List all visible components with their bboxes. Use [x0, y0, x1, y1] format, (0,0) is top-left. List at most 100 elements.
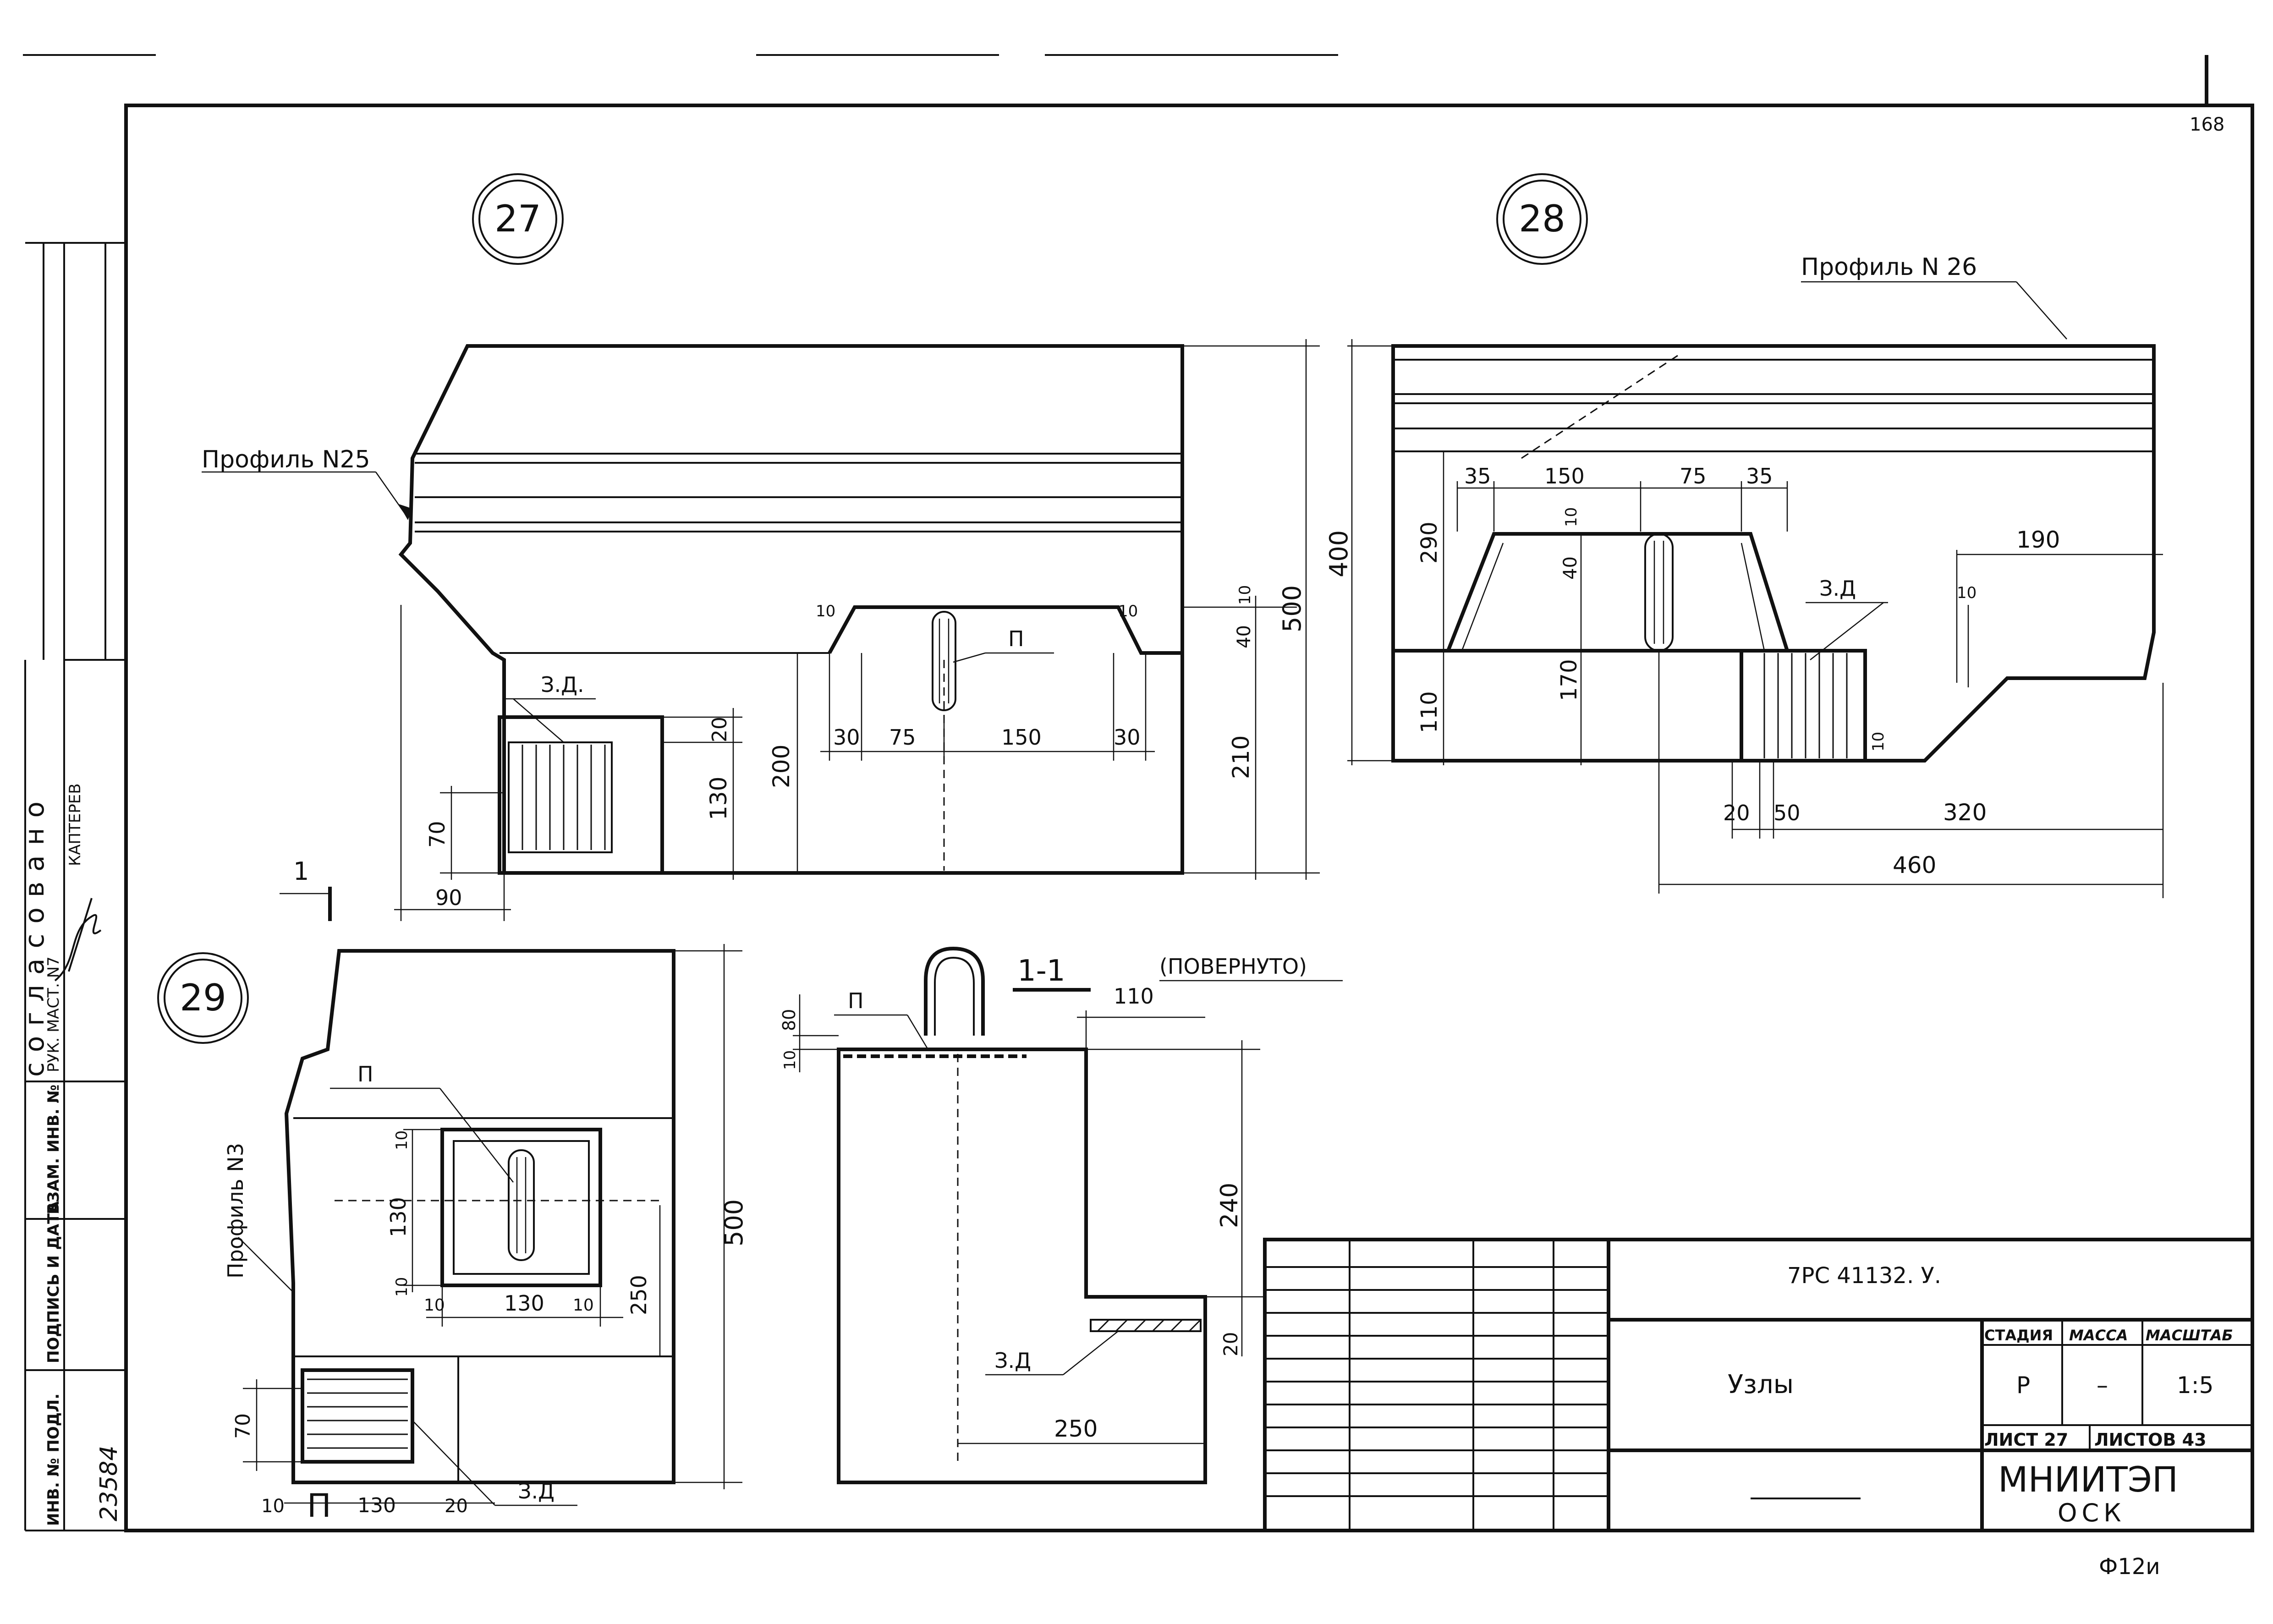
node-29-plate-hatch — [307, 1378, 408, 1449]
section-dim-80: 80 — [779, 1009, 799, 1031]
stamp-row-inv-original: ИНВ. № ПОДЛ. — [44, 1394, 63, 1526]
section-1-1: 1-1 (ПОВЕРНУТО) П 80 10 110 2 — [779, 946, 1343, 1484]
mass-value: – — [2097, 1372, 2108, 1399]
node-29-dim-500: 500 — [719, 1199, 748, 1246]
node-29-dim-20: 20 — [445, 1496, 468, 1517]
chief-name: КАПТЕРЕВ — [66, 783, 84, 866]
node-28-embedded-plate — [1740, 649, 1867, 763]
node-27-dim-200: 200 — [768, 745, 795, 788]
node-27-dim-75: 75 — [889, 725, 916, 750]
section-loop-label: П — [848, 988, 864, 1013]
node-28-dim-20: 20 — [1723, 801, 1750, 825]
node-28-dim-35a: 35 — [1464, 464, 1491, 488]
node-27-embedded-box — [498, 715, 664, 875]
agreed-label: согласовано — [19, 791, 50, 1077]
node-28-dim-50: 50 — [1773, 801, 1801, 825]
node-29: 29 П Профиль N3 10 130 10 — [157, 944, 748, 1525]
node-27-zd-label: З.Д. — [541, 672, 584, 697]
sheets-total: ЛИСТОВ 43 — [2094, 1430, 2207, 1450]
sheet-number: ЛИСТ 27 — [1984, 1430, 2068, 1450]
node-27-outline — [398, 344, 1184, 875]
section-outline — [837, 1048, 1207, 1484]
node-28-outline — [1391, 344, 2156, 763]
node-29-dim-10a: 10 — [393, 1130, 411, 1150]
node-28-dim-170: 170 — [1556, 659, 1582, 701]
stage-header: СТАДИЯ — [1984, 1327, 2053, 1344]
node-28-zd-label: З.Д — [1819, 576, 1856, 601]
node-27-dim-10c: 10 — [1236, 585, 1254, 605]
node-29-outline — [284, 949, 675, 1484]
drawing-frame — [124, 104, 2254, 1532]
node-28-dim-110: 110 — [1417, 691, 1442, 733]
node-28-badge-inner — [1503, 180, 1581, 258]
node-28-hatch — [1763, 653, 1848, 758]
stamp-row-signature-date: ПОДПИСЬ И ДАТА — [44, 1201, 63, 1363]
title-block: 7РС 41132. У. Узлы СТАДИЯ МАССА МАСШТАБ … — [1263, 1238, 2254, 1532]
node-28-dim-10c: 10 — [1869, 732, 1888, 752]
mass-header: МАССА — [2069, 1327, 2128, 1344]
node-28: 28 Профиль N 26 З.Д — [1324, 173, 2164, 898]
inventory-number: 23584 — [95, 1446, 123, 1521]
node-27-dim-10b: 10 — [1118, 602, 1138, 620]
node-28-lifting-loop — [1644, 533, 1674, 652]
top-trim-marks — [23, 54, 2208, 105]
node-29-lifting-loop — [508, 1149, 535, 1261]
node-27-profile-label: Профиль N25 — [202, 446, 370, 473]
bottom-code: Ф12и — [2099, 1554, 2160, 1580]
node-29-dim-10e: 10 — [261, 1496, 285, 1517]
node-27-loop-label: П — [1008, 626, 1024, 651]
node-28-dim-75: 75 — [1680, 464, 1707, 488]
stamp-row-replace-inv: ВЗАМ. ИНВ. № — [44, 1085, 63, 1214]
node-27-dim-30b: 30 — [1114, 725, 1141, 750]
node-27-hatch — [522, 745, 606, 850]
node-28-dim-460: 460 — [1893, 852, 1936, 878]
node-28-dim-290: 290 — [1417, 521, 1442, 564]
node-29-dim-130b: 130 — [357, 1494, 396, 1517]
node-29-badge-inner — [164, 959, 242, 1037]
node-27-dim-90: 90 — [435, 885, 462, 910]
node-27-dim-150: 150 — [1001, 725, 1042, 750]
node-27-badge-inner — [478, 180, 557, 258]
node-29-zd-label: З.Д — [518, 1479, 555, 1503]
section-title: 1-1 — [1017, 954, 1065, 988]
node-29-loop-label-bottom: П — [307, 1487, 331, 1525]
page-corner-number: 168 — [2190, 114, 2224, 135]
chief-signature — [54, 898, 102, 982]
node-28-badge-outer — [1496, 173, 1588, 265]
node-27: 27 П Профиль N25 — [202, 173, 1320, 921]
node-29-dim-70: 70 — [231, 1413, 255, 1439]
node-28-dim-150: 150 — [1544, 464, 1585, 488]
node-29-dim-130v: 130 — [386, 1197, 411, 1237]
node-29-embedded-plate — [301, 1368, 414, 1464]
node-28-dim-320: 320 — [1943, 799, 1987, 826]
organization-name: МНИИТЭП — [1998, 1459, 2178, 1500]
node-27-dim-20: 20 — [708, 717, 731, 742]
section-dim-110: 110 — [1114, 984, 1154, 1009]
node-28-dim-10a: 10 — [1562, 507, 1581, 527]
node-28-dim-40: 40 — [1560, 556, 1581, 580]
node-28-dim-190: 190 — [2016, 527, 2060, 553]
section-zd-label: З.Д — [994, 1348, 1031, 1373]
node-29-dim-10c: 10 — [424, 1296, 445, 1315]
node-28-dim-10b: 10 — [1957, 584, 1977, 602]
stage-value: Р — [2016, 1372, 2030, 1399]
scale-header: МАСШТАБ — [2146, 1327, 2233, 1344]
drawing-code: 7РС 41132. У. — [1787, 1263, 1941, 1289]
section-dim-250: 250 — [1054, 1416, 1098, 1442]
node-27-dim-70: 70 — [425, 821, 450, 848]
node-29-embedded-box — [440, 1128, 602, 1287]
node-27-number: 27 — [494, 198, 541, 240]
node-27-dim-10a: 10 — [816, 602, 835, 620]
node-28-profile-label: Профиль N 26 — [1801, 253, 1977, 281]
chief-label: РУК. МАСТ. N7 — [44, 956, 63, 1072]
node-29-dim-130h: 130 — [504, 1291, 544, 1316]
node-27-dim-130: 130 — [705, 777, 732, 820]
node-29-loop-label: П — [357, 1062, 373, 1086]
node-27-dim-40: 40 — [1234, 625, 1255, 648]
scale-value: 1:5 — [2177, 1372, 2213, 1399]
node-28-dim-400: 400 — [1324, 530, 1353, 577]
drawing-title: Узлы — [1728, 1370, 1794, 1399]
organization-sub: ОСК — [2058, 1498, 2126, 1527]
node-29-profile-label: Профиль N3 — [223, 1143, 248, 1278]
